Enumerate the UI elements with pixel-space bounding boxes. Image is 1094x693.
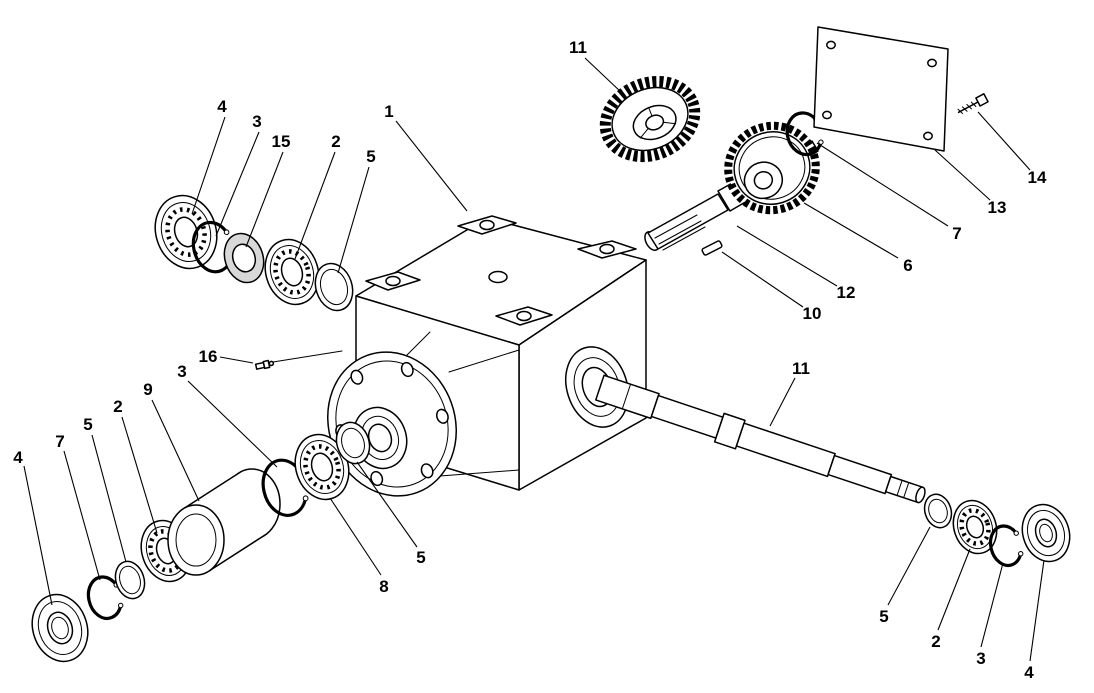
part-shim-upper-left (314, 262, 354, 312)
callout-label: 3 (976, 649, 985, 668)
callout-label: 8 (379, 577, 388, 596)
part-bearing-upper-left (154, 194, 218, 270)
callout-label: 5 (416, 548, 425, 567)
callout-label: 14 (1028, 168, 1047, 187)
callout-label: 12 (837, 283, 856, 302)
part-shim-right-end (923, 493, 953, 529)
part-snap-ring-right-end (988, 524, 1024, 568)
part-output-shaft (595, 374, 926, 504)
callout-label: 3 (177, 362, 186, 381)
part-washer (223, 232, 265, 284)
leader-lines (23, 57, 1045, 662)
part-bevel-gear (599, 75, 701, 163)
part-shim-at-flange (335, 421, 371, 465)
callout-label: 4 (13, 448, 23, 467)
callout-labels: 4 3 15 2 5 1 11 7 6 12 10 13 14 16 4 7 5… (13, 38, 1047, 682)
callout-label: 2 (331, 132, 340, 151)
callout-label: 5 (879, 607, 888, 626)
part-screw (957, 93, 989, 115)
part-seal-lower-left (31, 593, 89, 663)
callout-label: 3 (252, 112, 261, 131)
part-key (701, 240, 723, 256)
callout-label: 4 (1024, 663, 1034, 682)
part-bearing-at-flange (294, 433, 350, 501)
callout-label: 10 (803, 304, 822, 323)
callout-label: 11 (792, 359, 810, 378)
callout-label: 5 (83, 415, 92, 434)
part-spacer-sleeve (167, 468, 281, 576)
callout-label: 13 (988, 198, 1007, 217)
callout-label: 5 (366, 147, 375, 166)
callout-label: 1 (384, 102, 393, 121)
callout-label: 11 (569, 38, 587, 57)
part-grease-fitting (254, 359, 275, 370)
callout-label: 7 (55, 432, 64, 451)
callout-label: 7 (952, 224, 961, 243)
callout-label: 15 (272, 132, 291, 151)
callout-label: 2 (113, 397, 122, 416)
fitting-axis-line (272, 350, 343, 363)
part-shim-lower-left (114, 560, 146, 600)
callout-label: 6 (903, 256, 912, 275)
callout-label: 16 (199, 347, 218, 366)
part-seal-right-end (1021, 503, 1071, 563)
callout-label: 2 (931, 632, 940, 651)
part-bearing-right-end (952, 499, 998, 555)
callout-label: 4 (217, 97, 227, 116)
part-bearing-upper-left-2 (264, 238, 320, 306)
part-cover-plate (813, 26, 949, 152)
callout-label: 9 (143, 380, 152, 399)
